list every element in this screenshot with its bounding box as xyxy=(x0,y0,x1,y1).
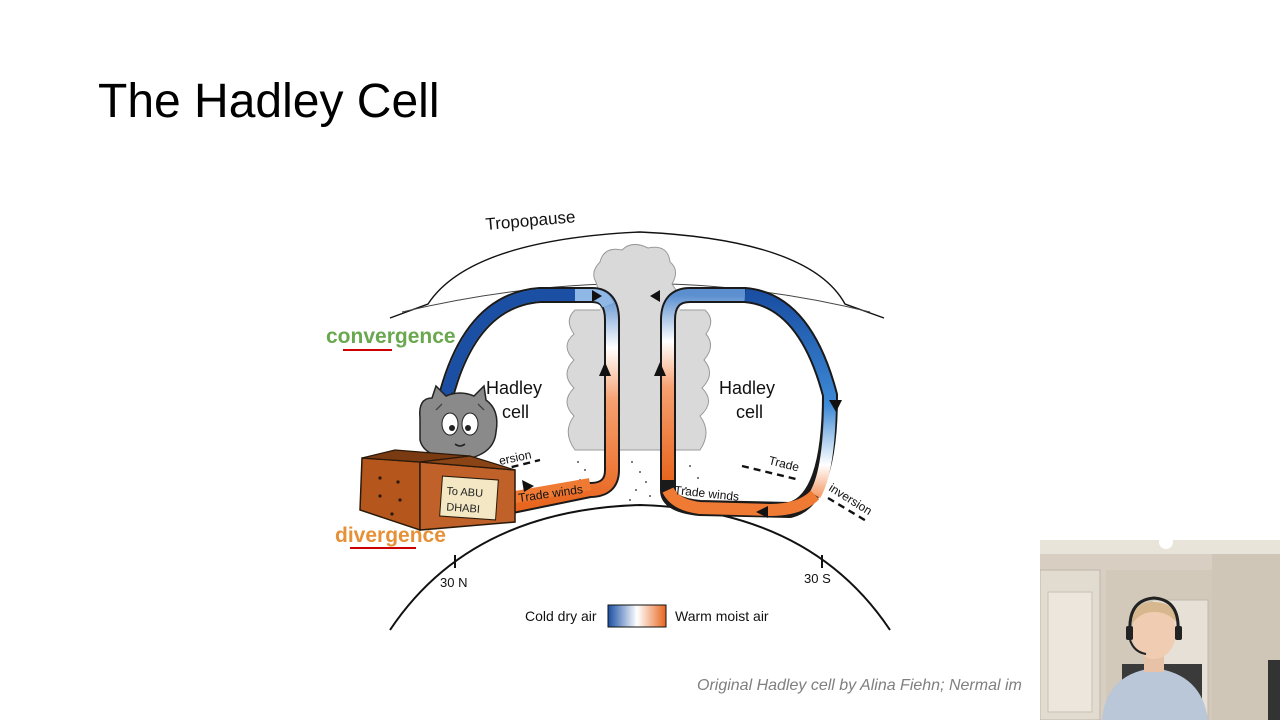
convergence-label: convergence xyxy=(326,325,456,348)
headset xyxy=(1128,596,1180,633)
inversion-right-line xyxy=(741,464,869,524)
legend-warm-label: Warm moist air xyxy=(675,608,769,624)
slide-title: The Hadley Cell xyxy=(98,75,440,128)
hadley-cell-left-label-1: Hadley xyxy=(486,378,542,398)
image-credit: Original Hadley cell by Alina Fiehn; Ner… xyxy=(697,677,1022,694)
person-body xyxy=(1102,668,1208,720)
trade-winds-right-label: Trade winds xyxy=(674,483,740,504)
cloud-tower xyxy=(566,244,712,451)
webcam-scene xyxy=(1040,540,1280,720)
legend-gradient-bar xyxy=(607,604,667,628)
hadley-cell-left-label-2: cell xyxy=(502,402,529,422)
box-body xyxy=(359,457,421,532)
box-label-tag xyxy=(439,475,499,521)
lat-30s-label: 30 S xyxy=(804,571,831,586)
flow-arrows xyxy=(446,290,842,518)
inversion-left-label: ersion xyxy=(498,447,533,467)
hadley-cell-right-label-1: Hadley xyxy=(719,378,775,398)
legend-cold-label: Cold dry air xyxy=(525,608,597,624)
webcam-video xyxy=(1040,540,1280,720)
earth-surface xyxy=(389,503,891,631)
divergence-label: divergence xyxy=(335,524,446,547)
nermal-sticker: To ABU DHABI xyxy=(359,384,516,532)
tropopause-label: Tropopause xyxy=(485,207,576,234)
trade-right-label: Trade xyxy=(767,453,801,474)
hadley-cell-right-label-2: cell xyxy=(736,402,763,422)
box-label-line1: To ABU xyxy=(446,485,483,500)
box-label-line2: DHABI xyxy=(446,501,480,515)
person-head xyxy=(1132,605,1176,659)
tropopause-line xyxy=(389,231,885,319)
lat-30n-label: 30 N xyxy=(440,575,467,590)
